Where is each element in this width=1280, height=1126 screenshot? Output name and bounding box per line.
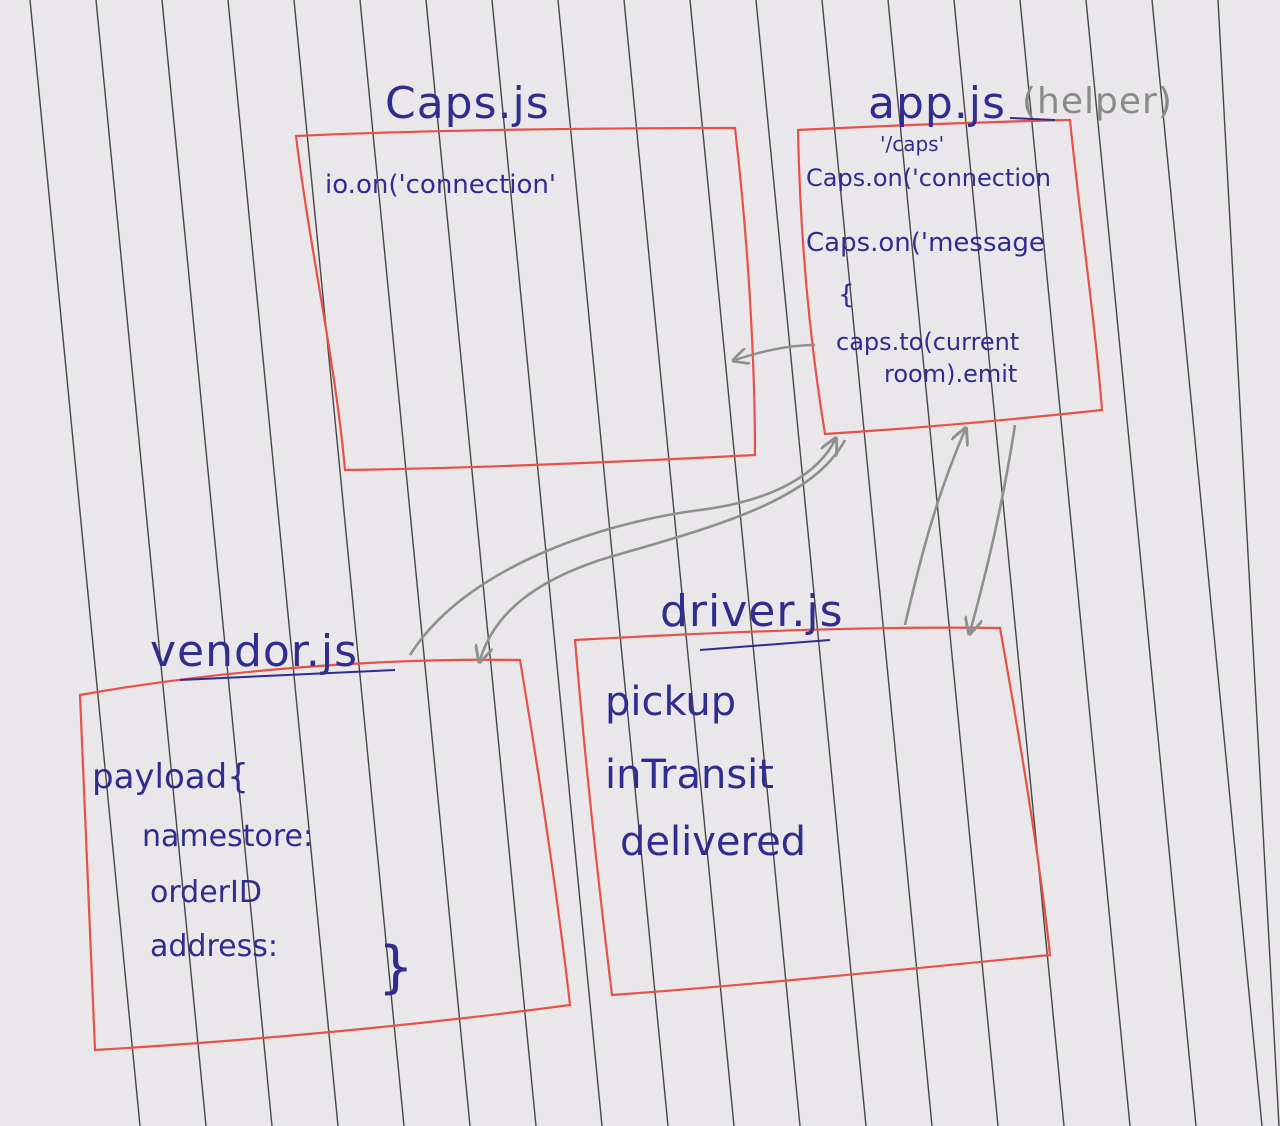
driver-event-pickup: pickup bbox=[605, 679, 737, 725]
caps-box bbox=[294, 126, 757, 472]
arrow-vendor-to-app bbox=[408, 440, 835, 656]
ruled-lines bbox=[29, 0, 1280, 1126]
app-namespace: '/caps' bbox=[880, 132, 945, 156]
app-emit-line-1: caps.to(current bbox=[836, 328, 1020, 356]
vendor-payload: payload{ bbox=[92, 757, 249, 797]
vendor-field-address: address: bbox=[150, 929, 278, 964]
ruled-line bbox=[1085, 0, 1197, 1126]
driver-event-intransit: inTransit bbox=[605, 752, 774, 798]
vendor-field-namestore: namestore: bbox=[142, 819, 314, 854]
app-connection-line: Caps.on('connection bbox=[806, 164, 1051, 192]
ruled-line bbox=[95, 0, 207, 1126]
vendor-close-brace: } bbox=[378, 935, 414, 1000]
vendor-box bbox=[78, 658, 572, 1052]
caps-connection-line: io.on('connection' bbox=[325, 170, 557, 200]
ruled-line bbox=[557, 0, 669, 1126]
vendor-title-underline bbox=[179, 669, 396, 681]
driver-box bbox=[573, 626, 1052, 997]
ruled-line bbox=[821, 0, 933, 1126]
app-title-underline bbox=[1009, 117, 1056, 121]
ruled-line bbox=[953, 0, 1065, 1126]
ruled-line bbox=[425, 0, 537, 1126]
app-box bbox=[796, 118, 1104, 436]
ruled-line bbox=[755, 0, 867, 1126]
caps-title: Caps.js bbox=[385, 78, 550, 129]
app-emit-line-2: room).emit bbox=[884, 360, 1018, 388]
vendor-field-orderid: orderID bbox=[150, 875, 262, 910]
arrow-app-to-caps bbox=[735, 343, 816, 360]
app-title: app.js bbox=[868, 78, 1006, 129]
ruled-line bbox=[227, 0, 339, 1126]
arrow-app-to-driver bbox=[970, 424, 1017, 632]
ruled-line bbox=[491, 0, 603, 1126]
driver-title-underline bbox=[699, 639, 831, 651]
ruled-line bbox=[887, 0, 999, 1126]
ruled-line bbox=[689, 0, 801, 1126]
arrow-app-to-vendor bbox=[480, 439, 847, 660]
ruled-line bbox=[1151, 0, 1263, 1126]
arrow-driver-to-app bbox=[903, 430, 965, 626]
app-helper-note: (helper) bbox=[1022, 81, 1173, 122]
ruled-line bbox=[29, 0, 141, 1126]
ruled-line bbox=[293, 0, 405, 1126]
ruled-line bbox=[161, 0, 273, 1126]
driver-event-delivered: delivered bbox=[620, 819, 807, 865]
driver-title: driver.js bbox=[660, 586, 844, 637]
vendor-title: vendor.js bbox=[150, 626, 359, 677]
app-open-brace: { bbox=[838, 280, 855, 310]
ruled-line bbox=[359, 0, 471, 1126]
ruled-line bbox=[1217, 0, 1280, 1126]
ruled-line bbox=[623, 0, 735, 1126]
app-message-line: Caps.on('message bbox=[806, 228, 1045, 258]
ruled-line bbox=[1019, 0, 1131, 1126]
